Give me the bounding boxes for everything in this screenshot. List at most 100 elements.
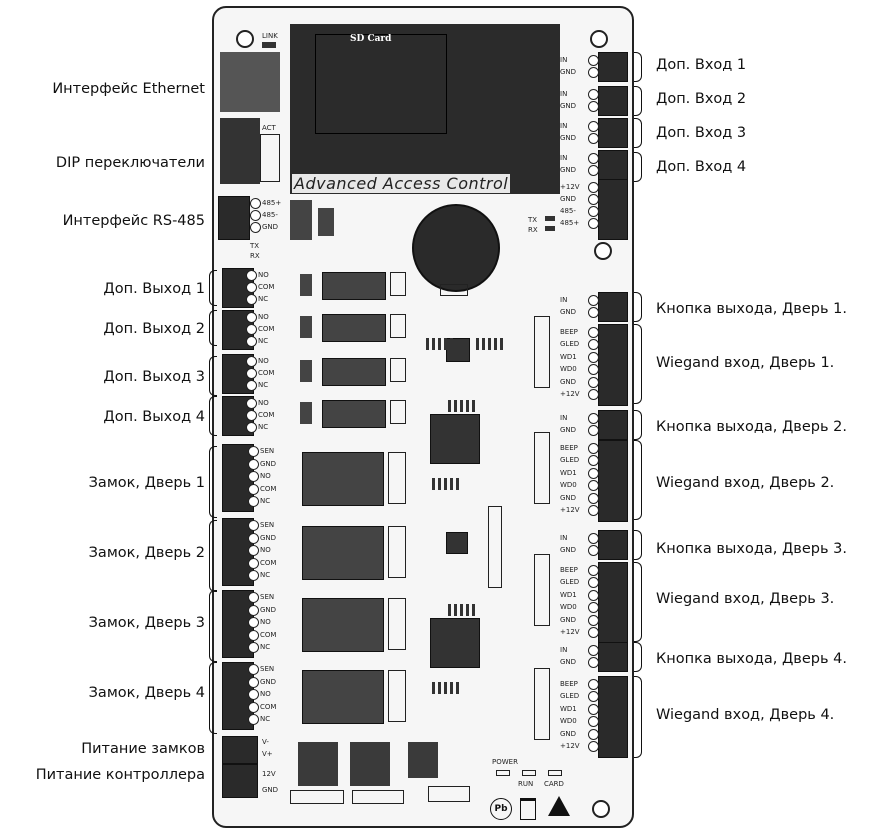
- wiegand-3-pin-label: WD0: [560, 603, 577, 612]
- exit-button-terminal-4: [598, 642, 628, 672]
- right-power-pin: [588, 194, 599, 205]
- left-brace-7: [209, 396, 217, 436]
- ic-pin-row-2-pin: [488, 338, 491, 350]
- wiegand-1-pin-label: WD0: [560, 365, 577, 374]
- wiegand-1-pin-label: GND: [560, 377, 577, 386]
- left-brace-6: [209, 356, 217, 396]
- aux-output-4-pin: [246, 410, 257, 421]
- fuse-holder-3: [428, 786, 470, 802]
- right-power-pin-label: 485-: [560, 207, 576, 215]
- aux-output-1-pin-label: NC: [258, 295, 269, 303]
- wiegand-1-pin: [588, 389, 599, 400]
- run-led: [522, 770, 536, 776]
- lock-1-pin-label: GND: [260, 459, 277, 468]
- ic-pin-row-6-pin: [432, 682, 435, 694]
- ic-pin-row-1-pin: [444, 338, 447, 350]
- lock-4-pin-label: NC: [260, 715, 271, 724]
- wiegand-1-pin: [588, 351, 599, 363]
- exit-button-4-pin: [588, 657, 599, 668]
- mounting-hole-bottom-right: [592, 800, 610, 818]
- exit-button-1-pin: [588, 295, 599, 306]
- ic-pin-row-4-pin: [432, 478, 435, 490]
- right-rx-label: RX: [528, 226, 538, 234]
- wiegand-connector-1: [534, 316, 550, 388]
- aux-output-2-pin-label: COM: [258, 325, 275, 333]
- left-label-4: Доп. Выход 1: [103, 281, 205, 297]
- aux-output-1-pin: [246, 282, 257, 293]
- microcontroller-2: [430, 618, 480, 668]
- ic-pin-row-3-pin: [448, 400, 451, 412]
- wiegand-2-pin: [588, 443, 599, 454]
- lock-3-pin: [248, 604, 259, 616]
- left-brace-8: [209, 446, 217, 518]
- lock-3-pin: [248, 642, 259, 654]
- right-tx-led: [545, 216, 555, 221]
- wiegand-1-pin-label: WD1: [560, 352, 577, 361]
- aux-input-3-pin-label: IN: [560, 122, 568, 130]
- wiegand-1-pin: [588, 364, 599, 376]
- aux-input-2-pin-label: GND: [560, 102, 577, 110]
- aux-input-4-pin: [588, 153, 599, 164]
- exit-button-3-pin: [588, 545, 599, 556]
- lock-relay-2: [302, 526, 384, 580]
- left-label-6: Доп. Выход 3: [103, 369, 205, 385]
- wiegand-3-pin: [588, 589, 599, 601]
- right-power-pin-label: GND: [560, 195, 577, 203]
- aux-input-1-pin-label: IN: [560, 56, 568, 64]
- exit-button-1-pin-label: GND: [560, 308, 577, 316]
- right-brace-12: [634, 676, 642, 758]
- weee-bin-icon: [520, 798, 536, 820]
- lock-connector-4: [388, 670, 406, 722]
- right-power-pin-label: 485+: [560, 219, 580, 227]
- aux-output-4-pin: [246, 398, 257, 409]
- aux-output-1-pin-label: NO: [258, 271, 269, 279]
- card-led: [548, 770, 562, 776]
- right-brace-3: [634, 118, 642, 148]
- lock-4-pin-label: GND: [260, 677, 277, 686]
- wiegand-2-pin: [588, 467, 599, 479]
- ic-pin-row-4-pin: [456, 478, 459, 490]
- lock-2-pin: [248, 532, 259, 544]
- power-led: [496, 770, 510, 776]
- aux-output-4-pin-label: COM: [258, 411, 275, 419]
- lock-2-pin-label: COM: [260, 558, 277, 567]
- wiegand-2-pin: [588, 480, 599, 492]
- wiegand-3-pin: [588, 565, 599, 576]
- right-label-7: Кнопка выхода, Дверь 2.: [656, 419, 847, 435]
- left-label-2: DIP переключатели: [55, 155, 205, 171]
- backup-battery: [412, 204, 500, 292]
- right-rx-led: [545, 226, 555, 231]
- aux-output-4-pin: [246, 422, 257, 433]
- left-label-1: Интерфейс Ethernet: [52, 81, 205, 97]
- aux-output-4-pin-label: NC: [258, 423, 269, 431]
- power-regulator-2: [350, 742, 390, 786]
- aux-input-2-pin-label: IN: [560, 90, 568, 98]
- right-brace-2: [634, 86, 642, 116]
- exit-button-2-pin: [588, 413, 599, 424]
- ic-pin-row-5-pin: [448, 604, 451, 616]
- aux-input-terminal-1: [598, 52, 628, 82]
- aux-output-relay-1: [322, 272, 386, 300]
- wiegand-4-pin-label: GND: [560, 729, 577, 738]
- exit-button-2-pin-label: IN: [560, 414, 568, 422]
- aux-input-4-pin: [588, 165, 599, 176]
- exit-button-1-pin-label: IN: [560, 296, 568, 304]
- wiegand-terminal-2: [598, 440, 628, 522]
- aux-input-terminal-2: [598, 86, 628, 116]
- left-brace-5: [209, 310, 217, 346]
- lock-4-pin-label: SEN: [260, 665, 275, 673]
- aux-output-connector-4: [390, 400, 406, 424]
- ic-pin-row-2-pin: [500, 338, 503, 350]
- right-label-6: Wiegand вход, Дверь 1.: [656, 355, 835, 371]
- ic-pin-row-5-pin: [460, 604, 463, 616]
- ic-pin-row-4-pin: [444, 478, 447, 490]
- wiegand-4-pin: [588, 691, 599, 703]
- wiegand-2-pin-label: WD0: [560, 481, 577, 490]
- right-label-10: Wiegand вход, Дверь 3.: [656, 591, 835, 607]
- ic-pin-row-3-pin: [466, 400, 469, 412]
- right-power-pin: [588, 206, 599, 217]
- wiegand-2-pin-label: +12V: [560, 506, 580, 514]
- aux-output-3-pin: [246, 356, 257, 367]
- lock-1-pin: [248, 471, 259, 483]
- wiegand-4-pin: [588, 679, 599, 690]
